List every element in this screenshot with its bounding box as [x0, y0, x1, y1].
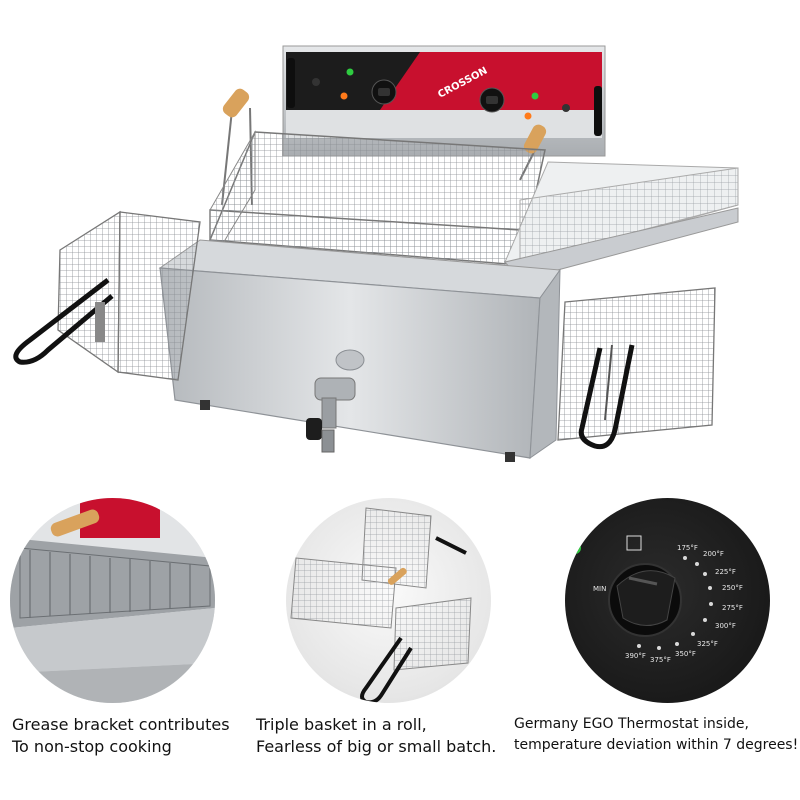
scale-275: 275°F: [722, 604, 743, 612]
scale-300: 300°F: [715, 622, 736, 630]
power-light-icon: [569, 542, 581, 554]
grease-tray: [504, 161, 739, 281]
feature-image-thermostat: MIN 175°F 200°F 225°F 250°F 275°F 300°F …: [565, 498, 770, 703]
feature-caption-line: Triple basket in a roll,: [256, 715, 427, 734]
feature-caption-thermostat: Germany EGO Thermostat inside, temperatu…: [514, 714, 798, 756]
feature-image-triple-basket: [286, 498, 491, 703]
feature-caption-line: Fearless of big or small batch.: [256, 737, 497, 756]
scale-225: 225°F: [715, 568, 736, 576]
feature-caption-line: Germany EGO Thermostat inside,: [514, 716, 749, 732]
feature-caption-line: temperature deviation within 7 degrees!: [514, 737, 799, 753]
feature-caption-grease-bracket: Grease bracket contributes To non-stop c…: [12, 714, 230, 758]
heating-light-icon: [340, 92, 348, 100]
scale-200: 200°F: [703, 550, 724, 558]
feature-caption-line: Grease bracket contributes: [12, 715, 230, 734]
thermostat-min-label: MIN: [593, 585, 606, 593]
scale-325: 325°F: [697, 640, 718, 648]
fryer-illustration: CROSSON: [13, 45, 739, 462]
feature-caption-line: To non-stop cooking: [12, 737, 172, 756]
scale-250: 250°F: [722, 584, 743, 592]
feature-caption-triple-basket: Triple basket in a roll, Fearless of big…: [256, 714, 496, 758]
left-basket: [13, 210, 201, 381]
right-basket: [557, 287, 716, 450]
scale-375: 375°F: [650, 656, 671, 664]
scale-175: 175°F: [677, 544, 698, 552]
power-light-icon: [346, 68, 354, 76]
feature-image-grease-bracket: [10, 498, 215, 703]
fryer-tank: [158, 239, 561, 459]
scale-390: 390°F: [625, 652, 646, 660]
scale-350: 350°F: [675, 650, 696, 658]
thermostat-knob[interactable]: [608, 563, 682, 637]
control-panel: CROSSON: [282, 45, 606, 157]
